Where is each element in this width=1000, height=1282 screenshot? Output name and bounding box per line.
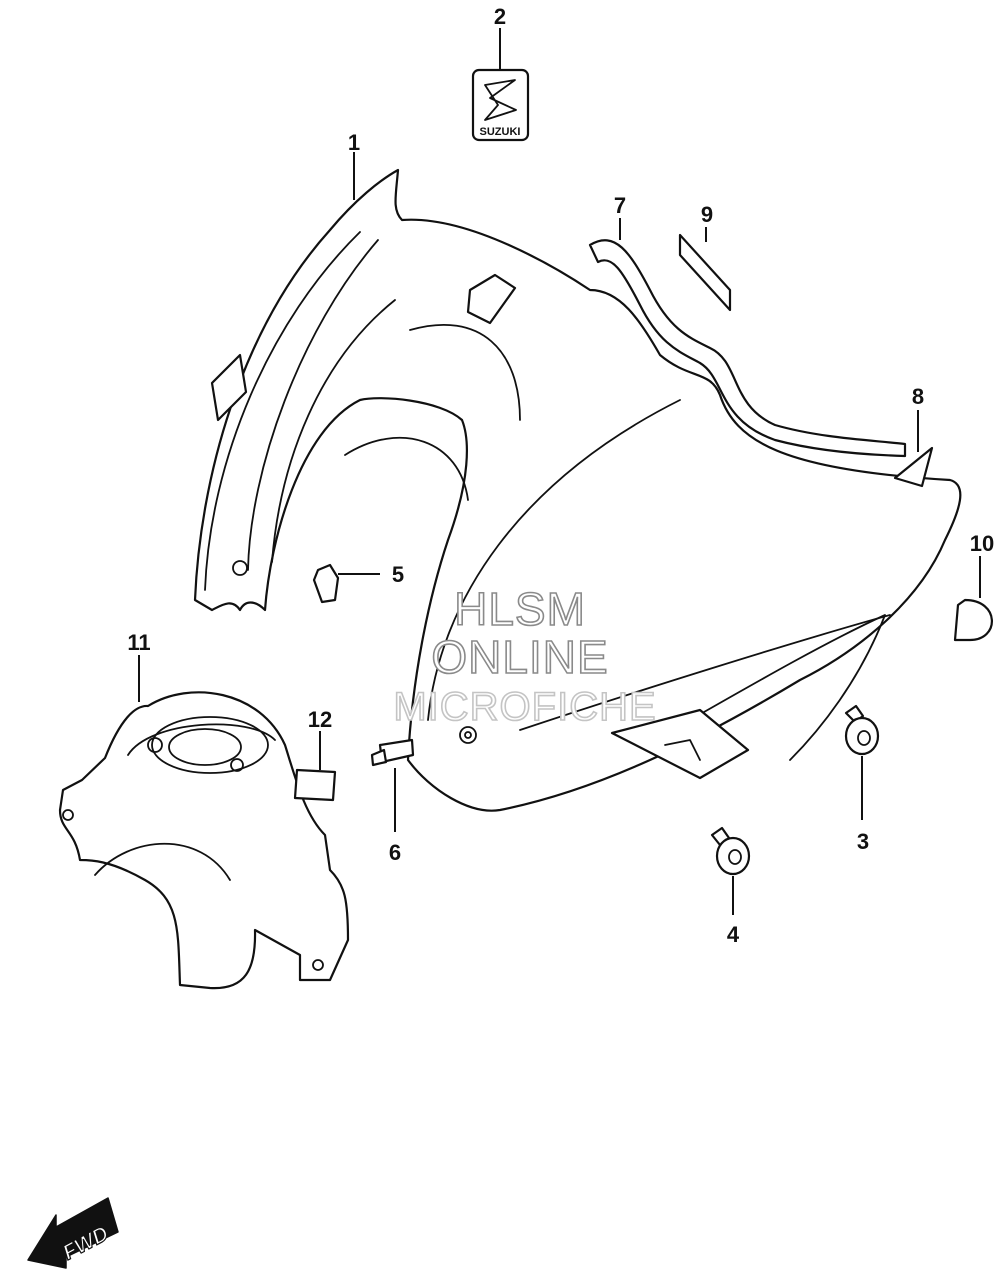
part-3-grommet[interactable] bbox=[844, 704, 880, 756]
arrow-left-down-icon bbox=[27, 1197, 119, 1269]
leader-lines bbox=[138, 28, 981, 915]
emblem-text: SUZUKI bbox=[480, 126, 521, 138]
callout-7: 7 bbox=[614, 193, 626, 218]
callout-11: 11 bbox=[127, 630, 150, 655]
part-6-rivet[interactable] bbox=[370, 738, 415, 767]
part-1-front-cover[interactable] bbox=[193, 168, 962, 812]
part-12-pad[interactable] bbox=[293, 768, 337, 802]
part-9-label[interactable] bbox=[678, 233, 732, 312]
callout-5: 5 bbox=[392, 562, 404, 587]
part-5-clip[interactable] bbox=[312, 563, 340, 604]
callout-numbers: 1 2 3 4 5 6 7 8 9 10 11 12 bbox=[127, 4, 994, 947]
part-2-suzuki-emblem[interactable]: SUZUKI bbox=[471, 68, 530, 142]
fwd-marker: FWD bbox=[27, 1197, 119, 1269]
watermark-line-3: MICROFICHE bbox=[393, 685, 656, 729]
watermark-line-2: ONLINE bbox=[431, 631, 608, 683]
callout-4: 4 bbox=[727, 922, 740, 947]
part-11-inner-cover[interactable] bbox=[58, 691, 350, 990]
part-8-cushion[interactable] bbox=[893, 446, 934, 488]
callout-6: 6 bbox=[389, 840, 401, 865]
callout-8: 8 bbox=[912, 384, 924, 409]
part-4-grommet[interactable] bbox=[710, 826, 751, 876]
part-10-cap[interactable] bbox=[953, 598, 993, 642]
watermark: HLSM ONLINE MICROFICHE bbox=[393, 582, 657, 730]
callout-12: 12 bbox=[308, 707, 332, 732]
callout-3: 3 bbox=[857, 829, 869, 854]
part-7-trim-strip[interactable] bbox=[588, 239, 907, 458]
callout-10: 10 bbox=[970, 531, 994, 556]
callout-9: 9 bbox=[701, 202, 713, 227]
callout-2: 2 bbox=[494, 4, 506, 29]
callout-1: 1 bbox=[348, 130, 360, 155]
watermark-line-1: HLSM bbox=[454, 583, 586, 635]
